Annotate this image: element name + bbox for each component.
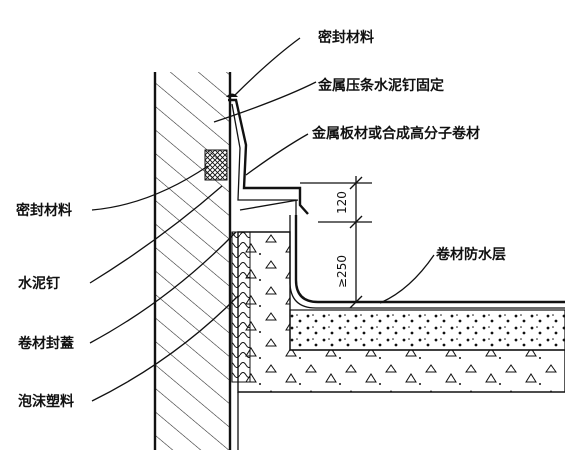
parapet-wall: [153, 72, 232, 450]
label-metal-strip-nail: 金属压条水泥钉固定: [317, 77, 444, 94]
label-metal-sheet-membrane: 金属板材或合成高分子卷材: [311, 125, 480, 142]
dim-250: ≥250: [335, 255, 349, 288]
label-foam-plastic: 泡沫塑料: [18, 393, 74, 410]
label-sealant-left: 密封材料: [15, 202, 72, 219]
label-membrane-cap: 卷材封蓋: [17, 335, 74, 352]
sealant-block: [204, 149, 228, 181]
foam-plastic-filler: [231, 231, 251, 383]
leader-lines: [89, 37, 435, 402]
metal-flashing: [228, 98, 309, 216]
label-cement-nail: 水泥钉: [18, 275, 60, 292]
insulation-layer: [289, 309, 565, 351]
label-sealant-top: 密封材料: [317, 29, 374, 46]
waterproof-membrane: [289, 215, 565, 309]
label-membrane-waterproof: 卷材防水层: [435, 246, 506, 263]
dim-120: 120: [335, 191, 349, 214]
dimension-lines: [300, 176, 372, 309]
